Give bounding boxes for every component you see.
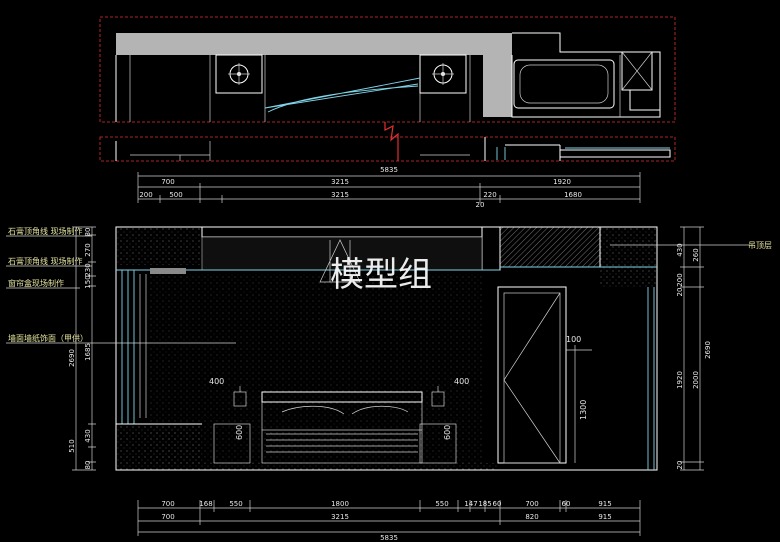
right-inner-dim: 430 bbox=[676, 243, 684, 256]
plan-beam bbox=[116, 33, 512, 55]
left-inner-dim: 1685 bbox=[84, 343, 92, 361]
top-dim: 200 bbox=[139, 191, 152, 199]
bottom-total-dim: 5835 bbox=[380, 534, 398, 542]
annotation-curtain-box: 窗帘盒现场制作 bbox=[8, 278, 64, 288]
plan-bedside-left bbox=[215, 54, 263, 94]
plan-door-swing bbox=[264, 77, 421, 113]
door-frame bbox=[497, 286, 567, 464]
annotation-cornice-2: 石膏顶角线 现场制作 bbox=[8, 256, 83, 266]
bottom-dim: 168 bbox=[199, 500, 212, 508]
annotation-cornice-1: 石膏顶角线 现场制作 bbox=[8, 226, 83, 236]
floor-strip bbox=[202, 463, 498, 470]
door-height-dim: 1300 bbox=[579, 400, 588, 420]
bottom-dim: 60 bbox=[562, 500, 571, 508]
top-dim: 3215 bbox=[331, 191, 349, 199]
elevation-view: 400 400 600 600 100 1300 模型组 bbox=[115, 226, 658, 471]
top-dim: 1920 bbox=[553, 178, 571, 186]
watermark: 模型组 bbox=[330, 255, 432, 295]
plan-column bbox=[483, 55, 512, 117]
bottom-dim: 550 bbox=[435, 500, 448, 508]
bottom-dim: 185 bbox=[478, 500, 491, 508]
bed-base bbox=[261, 429, 423, 464]
lamp-right-dim: 400 bbox=[454, 377, 469, 386]
left-inner-dim: 270 bbox=[84, 243, 92, 256]
door-swing bbox=[503, 292, 561, 464]
top-dim: 20 bbox=[476, 201, 485, 209]
ceiling-slab-right bbox=[600, 227, 657, 287]
left-inner-dim: 510 bbox=[68, 439, 76, 452]
table-right-dim: 600 bbox=[443, 425, 452, 440]
left-inner-dim: 80 bbox=[84, 228, 92, 237]
pillows bbox=[281, 405, 409, 415]
plan-shower bbox=[621, 51, 653, 91]
plan-boundary-top bbox=[99, 16, 676, 123]
bottom-dim: 60 bbox=[493, 500, 502, 508]
bottom-dim: 550 bbox=[229, 500, 242, 508]
lamp-left-dim: 400 bbox=[209, 377, 224, 386]
bottom-dim: 915 bbox=[598, 513, 611, 521]
top-dim: 700 bbox=[161, 178, 174, 186]
curtain-box bbox=[150, 268, 186, 274]
top-dim: 220 bbox=[483, 191, 496, 199]
right-inner-dim: 20 bbox=[676, 288, 684, 297]
suspended-ceiling-hatch bbox=[500, 227, 600, 267]
top-dim: 500 bbox=[169, 191, 182, 199]
right-inner-dim: 20 bbox=[676, 461, 684, 470]
right-dimensions: 430 260 200 20 1920 20 2690 2000 bbox=[676, 226, 712, 471]
left-inner-dim: 150 bbox=[84, 275, 92, 288]
left-inner-dim: 430 bbox=[84, 429, 92, 442]
plan-boundary-bottom bbox=[99, 136, 676, 162]
left-outer-dim: 2690 bbox=[68, 349, 76, 367]
left-dimensions: 2690 80 270 230 150 1685 430 510 80 bbox=[68, 226, 96, 471]
plan-bathtub bbox=[513, 59, 615, 109]
wallpaper-field bbox=[150, 274, 482, 464]
bottom-dimensions: 700 168 550 1800 550 147 185 60 700 60 9… bbox=[137, 500, 641, 542]
top-dimensions: 5835 700 3215 1920 200 500 3215 220 1680… bbox=[137, 166, 641, 209]
left-inner-dim: 230 bbox=[84, 263, 92, 276]
plan-view bbox=[99, 16, 676, 162]
bedside-table-right bbox=[419, 423, 457, 464]
bottom-dim: 1800 bbox=[331, 500, 349, 508]
bottom-dim: 915 bbox=[598, 500, 611, 508]
top-dim: 1680 bbox=[564, 191, 582, 199]
right-inner-dim: 260 bbox=[692, 248, 700, 261]
bottom-dim: 3215 bbox=[331, 513, 349, 521]
right-outer-dim: 2000 bbox=[692, 371, 700, 389]
headboard bbox=[261, 391, 423, 403]
left-annotations: 石膏顶角线 现场制作 石膏顶角线 现场制作 窗帘盒现场制作 墙面墙纸饰面（甲供） bbox=[6, 226, 236, 344]
break-symbol bbox=[384, 122, 399, 161]
right-outer-dim: 2690 bbox=[704, 341, 712, 359]
bottom-dim: 700 bbox=[525, 500, 538, 508]
bottom-dim: 700 bbox=[161, 500, 174, 508]
annotation-wallpaper: 墙面墙纸饰面（甲供） bbox=[8, 333, 88, 343]
right-inner-dim: 1920 bbox=[676, 371, 684, 389]
annotation-ceiling: 吊顶层 bbox=[748, 241, 772, 250]
left-inner-dim: 80 bbox=[84, 461, 92, 470]
top-dim: 3215 bbox=[331, 178, 349, 186]
chandelier bbox=[319, 239, 361, 283]
bedside-table-left bbox=[213, 423, 251, 464]
table-left-dim: 600 bbox=[235, 425, 244, 440]
bottom-dim: 147 bbox=[464, 500, 477, 508]
top-total-dim: 5835 bbox=[380, 166, 398, 174]
bottom-dim: 700 bbox=[161, 513, 174, 521]
right-inner-dim: 200 bbox=[676, 273, 684, 286]
bottom-dim: 820 bbox=[525, 513, 538, 521]
door-top-dim: 100 bbox=[566, 335, 581, 344]
right-annotations: 吊顶层 bbox=[610, 241, 772, 250]
ceiling-slab-left bbox=[116, 227, 202, 265]
plan-bedside-right bbox=[419, 54, 467, 94]
